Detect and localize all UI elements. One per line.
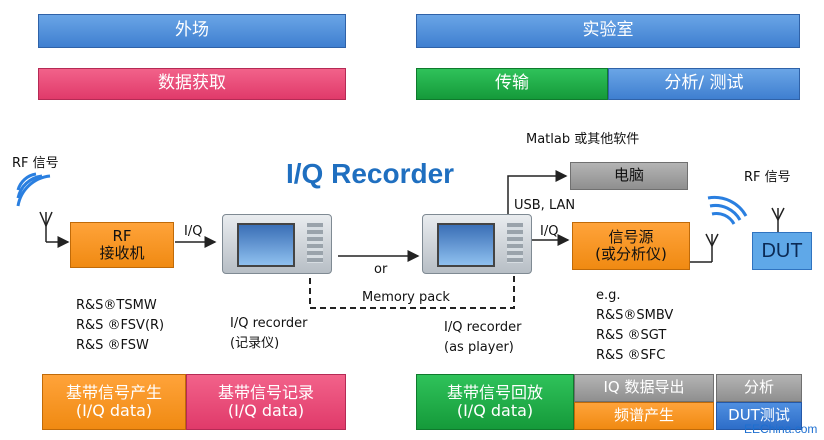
eg-label: e.g.: [596, 288, 621, 303]
signal-source-line2: (或分析仪): [595, 245, 667, 263]
rf-receiver-box: RF 接收机: [70, 222, 174, 268]
receiver-model-item: R&S ®FSW: [76, 338, 149, 353]
data-acquisition-label: 数据获取: [158, 73, 226, 94]
or-label: or: [374, 262, 388, 277]
recorder-caption: I/Q recorder (记录仪): [230, 314, 307, 354]
rf-receiver-line1: RF: [112, 226, 132, 245]
receiver-model-item: R&S®TSMW: [76, 298, 157, 313]
analysis-label: 分析: [743, 378, 774, 397]
player-keypad: [507, 223, 523, 263]
iq-export-label: IQ 数据导出: [603, 378, 685, 397]
iq-export-box: IQ 数据导出: [574, 374, 714, 402]
analysis-test-label: 分析/ 测试: [664, 73, 744, 94]
rf-signal-left-label: RF 信号: [12, 156, 59, 171]
computer-label: 电脑: [613, 166, 644, 185]
transfer-label: 传输: [495, 73, 529, 94]
receiver-models: R&S®TSMW R&S ®FSV(R) R&S ®FSW: [76, 296, 164, 356]
player-caption-line1: I/Q recorder: [444, 320, 522, 335]
field-bar: 外场: [38, 14, 346, 48]
generator-model-item: R&S ®SGT: [596, 328, 667, 343]
computer-box: 电脑: [570, 162, 688, 190]
baseband-generation-box: 基带信号产生 (I/Q data): [42, 374, 186, 430]
baseband-playback-line1: 基带信号回放: [446, 382, 543, 402]
baseband-recording-box: 基带信号记录 (I/Q data): [186, 374, 346, 430]
rf-signal-right-label: RF 信号: [744, 170, 791, 185]
baseband-recording-line2: (I/Q data): [227, 401, 305, 420]
generator-models: e.g. R&S®SMBV R&S ®SGT R&S ®SFC: [596, 286, 673, 366]
rf-waves-right-icon: [707, 195, 748, 225]
analysis-test-bar: 分析/ 测试: [608, 68, 800, 100]
antenna-right-icon: [690, 233, 719, 263]
iq-right-label: I/Q: [540, 224, 559, 239]
baseband-recording-line1: 基带信号记录: [217, 382, 314, 402]
analysis-box: 分析: [716, 374, 802, 402]
iq-left-label: I/Q: [184, 224, 203, 239]
spectrum-generation-label: 频谱产生: [613, 406, 674, 425]
recorder-keypad: [307, 223, 323, 263]
lab-label: 实验室: [582, 20, 634, 41]
dut-box: DUT: [752, 232, 812, 270]
transfer-bar: 传输: [416, 68, 608, 100]
baseband-playback-line2: (I/Q data): [456, 401, 534, 420]
receiver-model-item: R&S ®FSV(R): [76, 318, 165, 333]
signal-source-line1: 信号源: [608, 227, 654, 246]
iq-recorder-device: [222, 214, 332, 274]
player-screen: [437, 223, 495, 267]
iq-player-device: [422, 214, 532, 274]
dut-test-label: DUT测试: [728, 406, 790, 425]
signal-source-box: 信号源 (或分析仪): [572, 222, 690, 270]
player-caption-line2: (as player): [444, 340, 514, 355]
watermark: EEChina.com: [744, 422, 818, 436]
recorder-caption-line2: (记录仪): [230, 336, 280, 351]
player-caption: I/Q recorder (as player): [444, 318, 521, 358]
dut-antenna-icon: [771, 207, 785, 232]
lab-bar: 实验室: [416, 14, 800, 48]
memory-pack-label: Memory pack: [362, 290, 450, 305]
recorder-screen: [237, 223, 295, 267]
dut-test-box: DUT测试: [716, 402, 802, 430]
antenna-left-icon: [39, 211, 70, 248]
spectrum-generation-box: 频谱产生: [574, 402, 714, 430]
baseband-playback-box: 基带信号回放 (I/Q data): [416, 374, 574, 430]
diagram-title: I/Q Recorder: [286, 158, 455, 189]
generator-model-item: R&S ®SFC: [596, 348, 666, 363]
baseband-generation-line2: (I/Q data): [75, 401, 153, 420]
matlab-label: Matlab 或其他软件: [526, 132, 640, 147]
rf-receiver-line2: 接收机: [99, 244, 145, 262]
rf-waves-left-icon: [16, 172, 51, 207]
data-acquisition-bar: 数据获取: [38, 68, 346, 100]
recorder-caption-line1: I/Q recorder: [230, 316, 308, 331]
usb-lan-label: USB, LAN: [514, 198, 576, 213]
dut-label: DUT: [761, 239, 803, 262]
baseband-generation-line1: 基带信号产生: [65, 382, 162, 402]
field-label: 外场: [175, 20, 209, 41]
generator-model-item: R&S®SMBV: [596, 308, 674, 323]
